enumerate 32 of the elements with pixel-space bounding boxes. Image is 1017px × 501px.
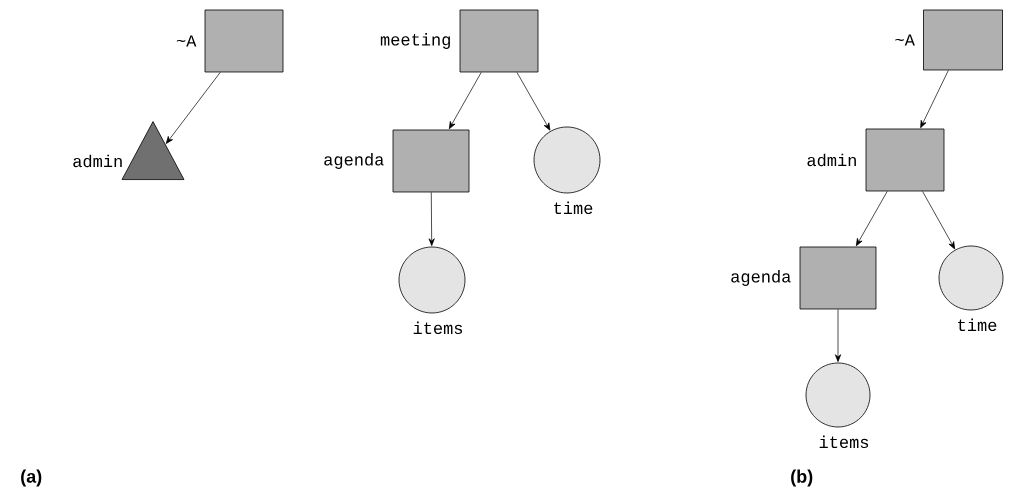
- node-label: meeting: [380, 33, 450, 49]
- node-label: admin: [807, 153, 856, 167]
- arrow: [165, 72, 221, 144]
- arrow: [855, 191, 888, 247]
- node-label: ~A: [176, 35, 197, 47]
- node-label: admin: [73, 154, 122, 168]
- square-node: [392, 129, 470, 193]
- square-node: [204, 9, 284, 73]
- arrow: [834, 309, 842, 362]
- node-label: time: [554, 201, 593, 215]
- circle-node: [805, 362, 871, 428]
- node-label: agenda: [324, 153, 384, 169]
- square-node: [799, 246, 877, 310]
- node-label: agenda: [731, 270, 791, 286]
- circle-node: [938, 245, 1004, 311]
- arrow: [448, 72, 482, 130]
- node-label: items: [819, 435, 869, 449]
- arrow: [516, 72, 551, 131]
- circle-node: [398, 246, 466, 314]
- arrow: [920, 70, 949, 129]
- square-node: [459, 9, 539, 73]
- square-node: [865, 128, 945, 192]
- node-label: time: [958, 318, 997, 332]
- arrow: [428, 192, 435, 246]
- square-node: [923, 9, 1003, 71]
- node-label: ~A: [895, 34, 915, 46]
- node-label: items: [413, 321, 463, 335]
- circle-node: [533, 126, 601, 194]
- triangle-node: [121, 121, 185, 180]
- arrow: [922, 191, 956, 250]
- panel-label: (b): [791, 469, 813, 487]
- panel-label: (a): [21, 469, 42, 487]
